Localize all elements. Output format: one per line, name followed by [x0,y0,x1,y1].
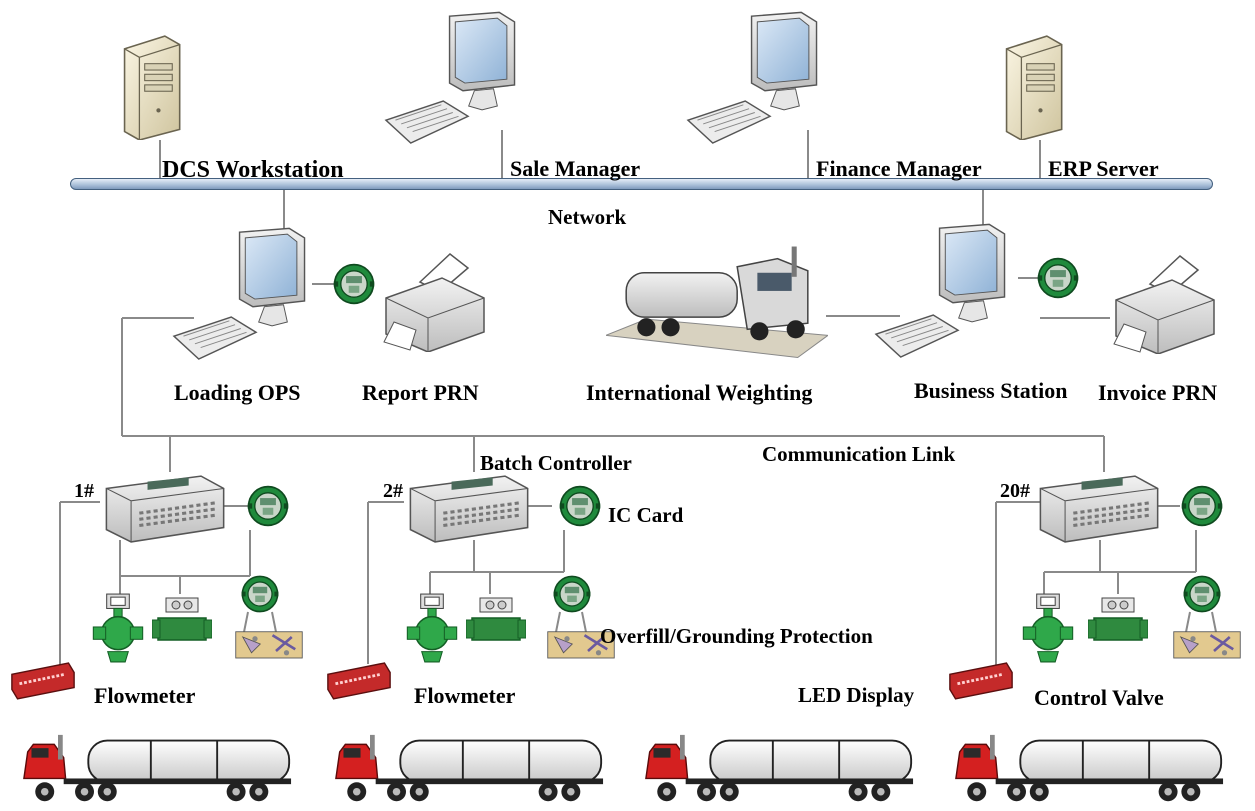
dcs-workstation-server-icon [118,34,182,140]
label-international-weighting: International Weighting [586,380,813,405]
erp-server-icon [1000,34,1064,140]
label-loading-ops: Loading OPS [174,380,301,405]
label-network: Network [548,205,627,229]
batch-controller-icon [1036,472,1160,544]
station-2-number: 2# [383,480,403,502]
network-bus [70,178,1213,190]
tanker-truck-icon [22,730,292,808]
label-control-valve: Control Valve [1034,685,1164,710]
ic-card-reader-icon [332,262,376,306]
led-display-icon [10,660,76,700]
overfill-sensor-icon [240,574,280,614]
tanker-truck-icon [954,730,1224,808]
overfill-sensor-icon [552,574,592,614]
control-valve-icon [152,596,212,646]
invoice-printer-icon [1110,254,1220,354]
report-printer-icon [380,252,490,352]
label-report-prn: Report PRN [362,380,479,405]
label-erp-server: ERP Server [1048,156,1159,181]
ic-card-reader-icon [1036,256,1080,300]
label-flowmeter-2: Flowmeter [414,683,516,708]
label-invoice-prn: Invoice PRN [1098,380,1218,405]
ic-card-reader-icon [558,484,602,528]
tanker-truck-icon [644,730,914,808]
overfill-grounding-icon [234,626,304,662]
label-finance-manager: Finance Manager [816,156,982,181]
label-sale-manager: Sale Manager [510,156,641,181]
label-overfill-grounding: Overfill/Grounding Protection [600,624,873,648]
business-station-keyboard-icon [874,312,960,362]
finance-manager-keyboard-icon [686,98,772,148]
overfill-grounding-icon [1172,626,1242,662]
flowmeter-icon [1022,592,1074,664]
station-1-number: 1# [74,480,94,502]
ic-card-reader-icon [246,484,290,528]
batch-controller-icon [102,472,226,544]
overfill-sensor-icon [1182,574,1222,614]
station-20-number: 20# [1000,480,1030,502]
sale-manager-keyboard-icon [384,98,470,148]
loading-ops-keyboard-icon [172,314,258,364]
flowmeter-icon [92,592,144,664]
label-led-display: LED Display [798,683,915,707]
label-communication-link: Communication Link [762,442,956,466]
control-valve-icon [1088,596,1148,646]
label-ic-card: IC Card [608,503,684,527]
label-dcs-workstation: DCS Workstation [162,157,344,183]
flowmeter-icon [406,592,458,664]
label-flowmeter-1: Flowmeter [94,683,196,708]
label-business-station: Business Station [914,378,1068,403]
led-display-icon [326,660,392,700]
batch-controller-icon [406,472,530,544]
tanker-truck-icon [334,730,604,808]
ic-card-reader-icon [1180,484,1224,528]
control-valve-icon [466,596,526,646]
weighbridge-truck-icon [606,238,828,360]
label-batch-controller: Batch Controller [480,451,632,475]
led-display-icon [948,660,1014,700]
